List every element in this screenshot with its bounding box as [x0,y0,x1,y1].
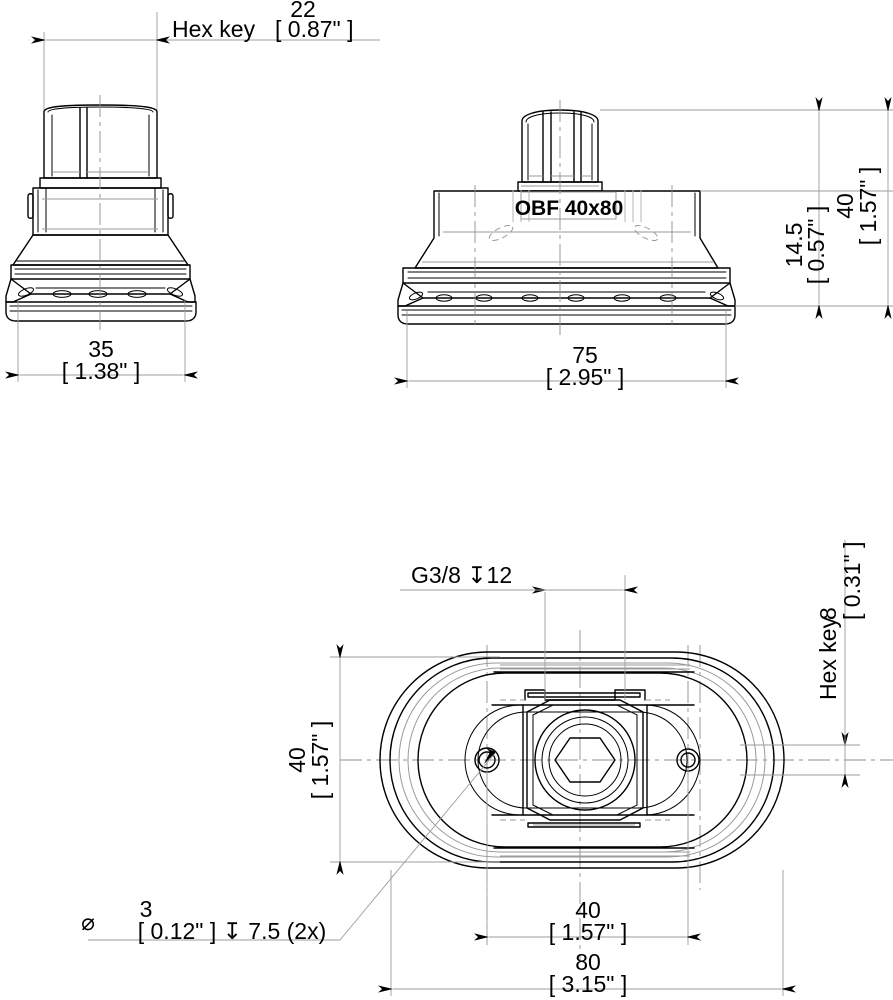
top-view: G3/8 ↧12 Hex key 8 [ 0.31" ] 40 [ 1.57" … [81,540,893,997]
dim-text-40-left-value: 40 [284,747,310,773]
dim-text-80-inch: [ 3.15" ] [549,971,628,997]
dim-text-hexkey8-prefix: Hex key [815,616,841,700]
dim-text-40-bottom-inch: [ 1.57" ] [549,919,628,945]
dim-text-hexkey8-value: 8 [815,607,841,620]
dim-text-14-5-inch: [ 0.57" ] [803,206,829,285]
dim-text-22-value: 22 [290,0,316,22]
front-view: OBF 40x80 14.5 [ 0.57" ] 40 [ 1.57" ] 75… [394,97,893,390]
dim-text-35-value: 35 [88,336,114,362]
dim-text-75-inch: [ 2.95" ] [546,364,625,390]
dim-text-75-value: 75 [572,342,598,368]
dim-text-40-left-inch: [ 1.57" ] [307,721,333,800]
front-view-sealing-lip [397,282,736,325]
part-label: OBF 40x80 [515,197,624,220]
side-view-hex-nut [43,104,158,179]
dim-text-40-right-value: 40 [832,193,858,219]
dim-text-hex-key-prefix: Hex key [172,16,256,42]
dim-text-22-inch: [ 0.87" ] [275,16,354,42]
front-view-mid-flange [402,267,731,284]
dim-text-14-5-value: 14.5 [781,223,807,268]
dim-text-35-inch: [ 1.38" ] [62,358,141,384]
dim-text-80-value: 80 [575,949,601,975]
side-view-collar [27,177,174,236]
dim-text-hexkey8-inch: [ 0.31" ] [839,542,865,621]
front-view-hex-nut [517,109,603,192]
side-view-bellows [10,234,191,280]
top-view-hex-boss [500,689,670,828]
side-view: 22 Hex key [ 0.87" ] 35 [ 1.38" ] [5,0,380,384]
leader-arrowhead [484,748,496,764]
thread-callout-text: G3/8 ↧12 [411,562,512,588]
dim-text-40-right-inch: [ 1.57" ] [855,167,881,246]
hole-callout-rest: [ 0.12" ] ↧ 7.5 (2x) [138,918,327,944]
side-view-sealing-lip [5,278,197,322]
top-view-outline [379,651,785,869]
hole-callout-dia-symbol: ⌀ [81,909,95,935]
leader-hole-callout [339,751,497,941]
hole-callout-value: 3 [140,896,153,922]
dim-text-40-bottom-value: 40 [575,897,601,923]
